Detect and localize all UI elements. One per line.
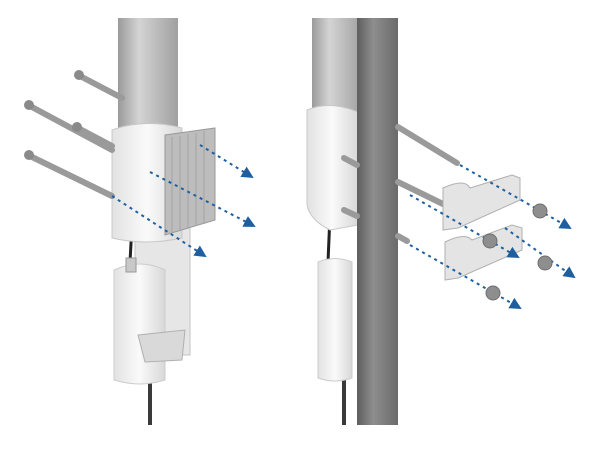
direction-arrows <box>409 164 576 309</box>
radio-device <box>113 263 166 385</box>
ribs <box>171 131 205 232</box>
bolt-heads <box>24 70 84 160</box>
nuts <box>482 203 553 301</box>
clamp-bracket-bottom <box>444 224 523 281</box>
figure-right <box>306 18 576 425</box>
connector <box>125 257 137 273</box>
clamp-bracket-top <box>442 174 521 231</box>
bolts <box>341 124 460 244</box>
direction-arrows <box>111 144 256 258</box>
ribbed-plate <box>164 127 216 236</box>
antenna-body <box>118 18 178 138</box>
bolts <box>27 73 125 199</box>
device-clip <box>137 329 186 363</box>
radio-device <box>317 258 353 382</box>
antenna-clamp <box>306 105 359 231</box>
figure-left <box>24 18 256 425</box>
mounting-pole <box>357 18 398 425</box>
